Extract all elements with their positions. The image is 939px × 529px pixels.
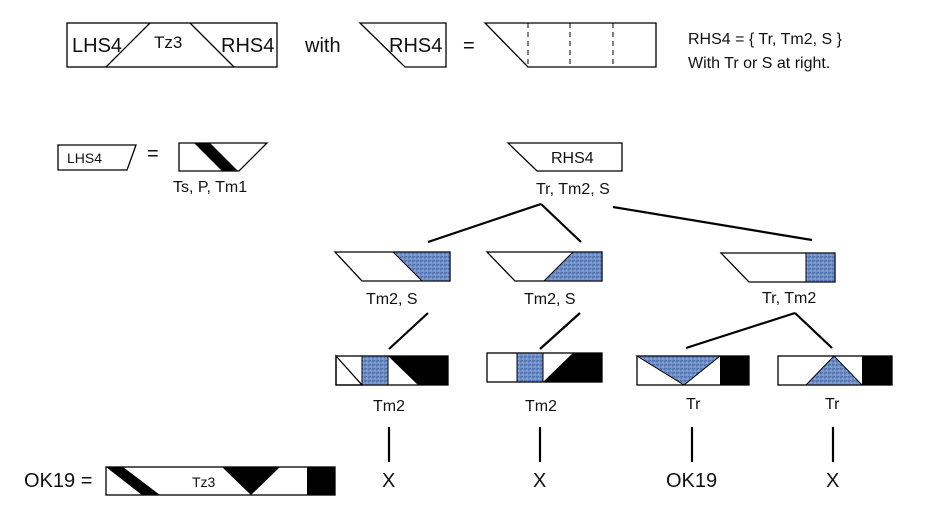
- level1-caption-1: Tm2, S: [366, 291, 418, 308]
- result-3: OK19: [666, 470, 717, 492]
- level2-caption-4: Tr: [825, 396, 840, 413]
- lhs4-equals-sign: =: [147, 143, 159, 165]
- result-2: X: [533, 470, 546, 492]
- tree-connectors-level2: [388, 311, 833, 350]
- tree-root-rhs4-shape: RHS4: [506, 142, 623, 172]
- rhs4-constraint-note: With Tr or S at right.: [688, 55, 830, 72]
- top-rhs-box-label: RHS4: [389, 35, 442, 57]
- lhs4-caption: Ts, P, Tm1: [173, 179, 247, 196]
- rhs4-slot-template: [483, 22, 657, 68]
- level2-caption-3: Tr: [686, 396, 701, 413]
- result-4: X: [826, 470, 839, 492]
- level2-node-4: [777, 355, 893, 386]
- with-label: with: [304, 35, 341, 57]
- top-box-lhs-label: LHS4: [72, 35, 122, 57]
- lhs4-small-label: LHS4: [67, 150, 102, 166]
- rhs4-definition-note: RHS4 = { Tr, Tm2, S }: [688, 31, 843, 48]
- lhs4-small-shape: LHS4: [57, 144, 137, 171]
- top-box-tz-label: Tz3: [154, 33, 182, 52]
- top-box-rhs-label: RHS4: [221, 35, 274, 57]
- level2-node-3: [635, 355, 750, 386]
- level1-caption-2: Tm2, S: [524, 291, 576, 308]
- level1-caption-3: Tr, Tm2: [762, 290, 816, 307]
- level2-caption-1: Tm2: [373, 398, 405, 415]
- level1-node-2: [485, 251, 603, 282]
- ok19-shape: Tz3: [105, 466, 336, 496]
- lhs4-definition-shape: [178, 142, 269, 172]
- ok19-label: OK19 =: [24, 470, 92, 492]
- level2-caption-2: Tm2: [525, 398, 557, 415]
- tree-connectors-level1: [427, 202, 813, 244]
- tree-root-label: RHS4: [551, 150, 594, 167]
- tree-root-caption: Tr, Tm2, S: [536, 181, 610, 198]
- tree-connectors-results: [387, 427, 835, 462]
- ok19-inner-label: Tz3: [192, 474, 216, 490]
- rhs4-shape-top: RHS4: [358, 22, 447, 68]
- level1-node-1: [333, 251, 451, 282]
- result-1: X: [382, 470, 395, 492]
- level2-node-1: [335, 354, 449, 386]
- level1-node-3: [719, 252, 836, 283]
- top-equals-sign: =: [463, 35, 475, 57]
- level2-node-2: [486, 352, 603, 383]
- composite-block-lhs-tz-rhs: LHS4 Tz3 RHS4: [66, 22, 278, 68]
